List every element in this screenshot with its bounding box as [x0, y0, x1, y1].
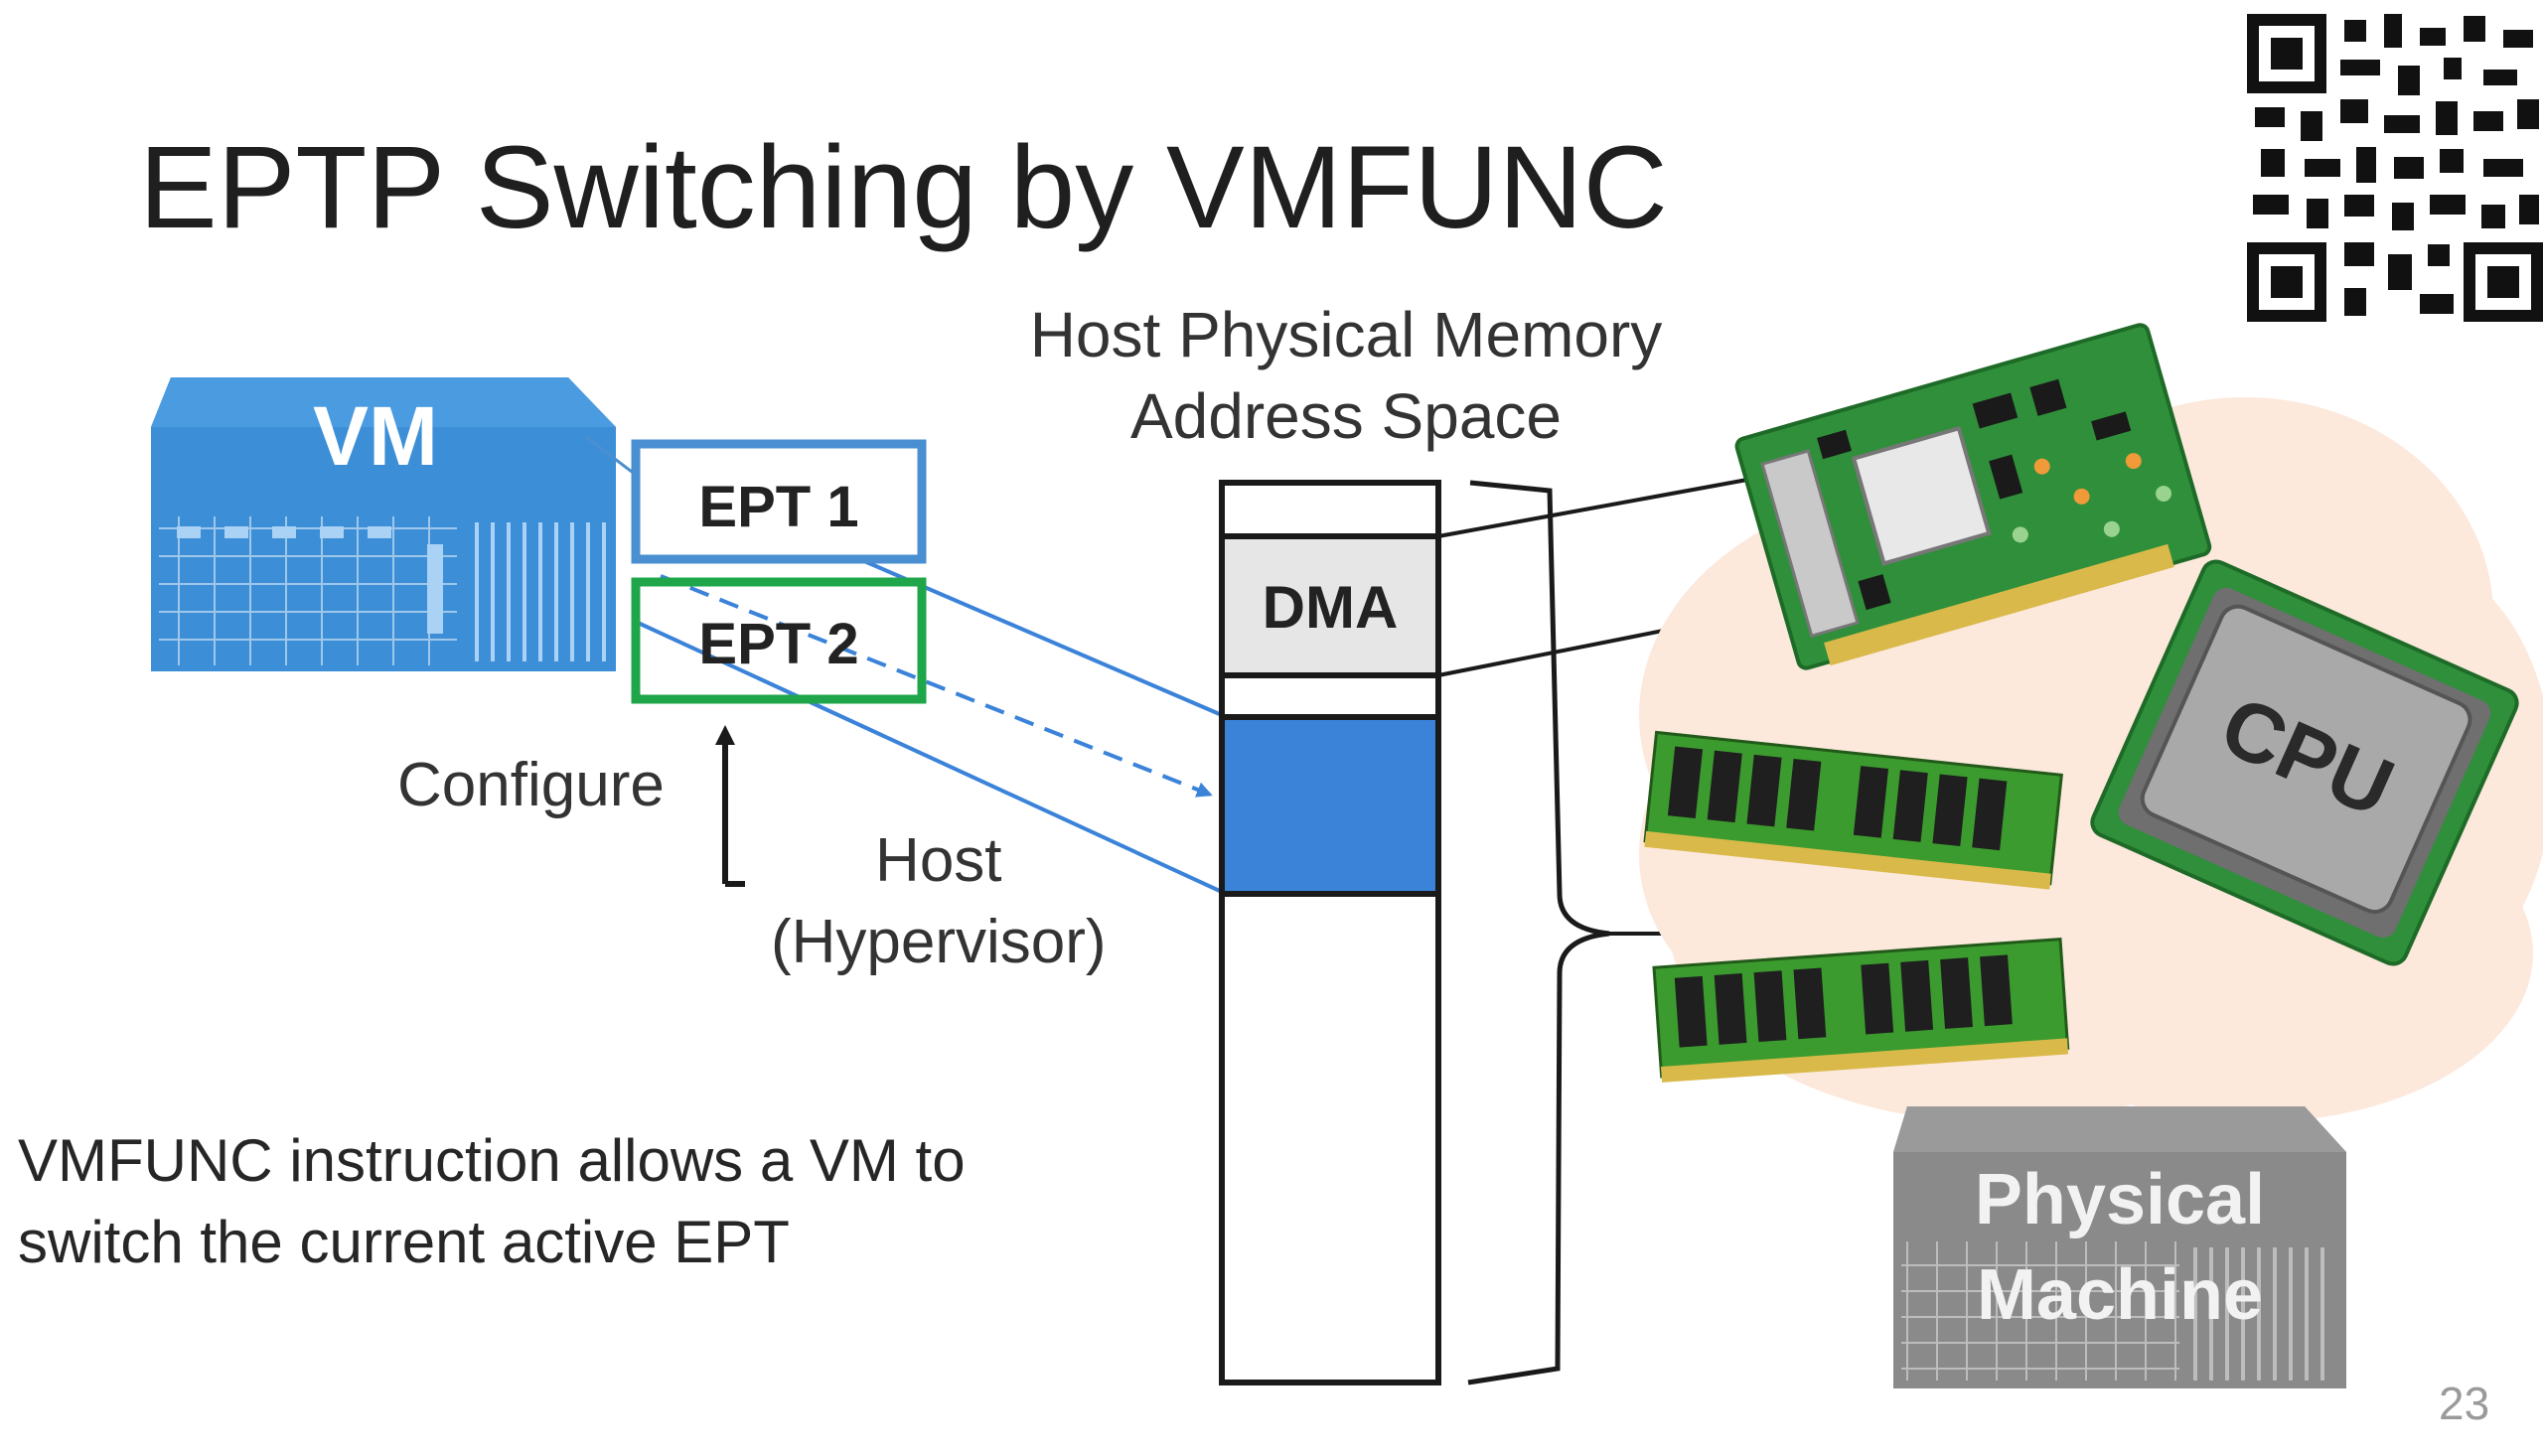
- description-text: VMFUNC instruction allows a VM to switch…: [18, 1120, 966, 1283]
- memory-space-label-line2: Address Space: [1129, 380, 1563, 452]
- ram-module-icon-2: [1652, 938, 2070, 1083]
- network-card-icon: [1734, 323, 2212, 670]
- ept1-box: EPT 1: [631, 439, 927, 564]
- qr-code-icon: [2247, 14, 2543, 322]
- description-line1: VMFUNC instruction allows a VM to: [18, 1127, 966, 1194]
- memory-space-label: Host Physical Memory Address Space: [954, 294, 1738, 457]
- host-label: Host (Hypervisor): [771, 820, 1107, 983]
- ram-module-icon: [1643, 730, 2063, 890]
- ept2-label: EPT 2: [698, 612, 858, 676]
- page-number: 23: [2439, 1378, 2490, 1429]
- ept2-box: EPT 2: [631, 577, 927, 704]
- vm-label: VM: [313, 389, 438, 483]
- vmfunc-switch-arrow: [660, 574, 1213, 798]
- physical-machine-label-line1: Physical: [1975, 1160, 2265, 1239]
- physical-server-icon: Physical Machine: [1893, 1106, 2346, 1388]
- dma-label: DMA: [1263, 574, 1399, 641]
- host-label-line1: Host: [875, 826, 1002, 895]
- vm-server-icon: VM: [151, 377, 616, 671]
- slide-title: EPTP Switching by VMFUNC: [139, 122, 1668, 253]
- cpu-chip-icon: CPU: [2090, 559, 2519, 966]
- description-line2: switch the current active EPT: [18, 1209, 790, 1275]
- physical-machine-label-line2: Machine: [1977, 1255, 2263, 1335]
- configure-arrow: [722, 737, 745, 887]
- memory-space-label-line1: Host Physical Memory: [1029, 299, 1663, 370]
- host-label-line2: (Hypervisor): [771, 908, 1107, 976]
- ept1-label: EPT 1: [698, 475, 858, 539]
- configure-arrow-head: [715, 725, 735, 745]
- dma-region: [1219, 533, 1441, 678]
- memory-brace: [1467, 480, 1610, 1385]
- mapped-memory-region: [1219, 714, 1441, 897]
- ept2-mapping-line: [635, 620, 1223, 894]
- vm-to-ept1-line: [585, 435, 637, 477]
- memory-column: DMA: [1219, 480, 1441, 1385]
- configure-label: Configure: [397, 751, 665, 819]
